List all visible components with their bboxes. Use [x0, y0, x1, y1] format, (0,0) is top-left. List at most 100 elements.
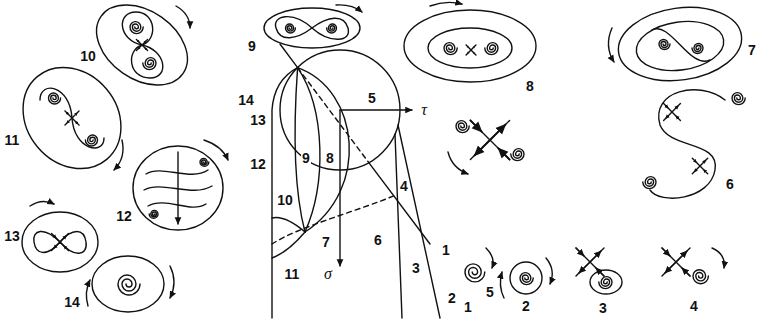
spiral [149, 210, 158, 218]
label-slot: 12 [115, 207, 133, 225]
label-slot: 3 [598, 299, 608, 317]
label-slot: 9 [301, 149, 311, 167]
separatrix-loop [590, 270, 622, 294]
callout-number: 6 [373, 233, 383, 248]
phase-portrait [22, 201, 98, 272]
spiral [200, 158, 209, 166]
spiral [485, 43, 498, 55]
limit-cycle [633, 16, 727, 76]
limit-cycle [428, 28, 512, 68]
callout-number: 4 [399, 179, 409, 194]
limit-cycle [92, 256, 164, 312]
flow-arrow [30, 201, 54, 206]
spiral [520, 273, 533, 285]
callout-number: 12 [249, 157, 267, 172]
label-slot: σ [323, 265, 333, 283]
label-slot: 4 [689, 297, 699, 315]
spiral [286, 24, 296, 33]
spiral [643, 177, 656, 189]
saddle [664, 104, 681, 121]
separatrix-loop [122, 12, 162, 78]
separatrix [652, 29, 710, 62]
flow-arrow [170, 266, 174, 298]
saddle [52, 234, 69, 251]
label-slot: 8 [325, 149, 335, 167]
saddle [466, 45, 476, 55]
limit-cycle [404, 10, 536, 82]
label-slot: 14 [63, 293, 81, 311]
phase-portrait [404, 2, 536, 82]
label-slot: 12 [249, 155, 267, 173]
diagonal-line [280, 44, 298, 68]
spiral [692, 44, 703, 54]
tau-axis [340, 109, 412, 110]
phase-portrait [86, 256, 174, 312]
saddle [662, 248, 690, 276]
callout-number: 14 [237, 93, 255, 108]
boundary-line [398, 125, 440, 318]
flow-arrow [448, 152, 468, 174]
callout-number: 11 [4, 133, 21, 148]
spiral [143, 58, 156, 70]
label-slot: 3 [411, 259, 421, 277]
flow-arrow [176, 6, 190, 28]
bifurcation-diagram [272, 44, 440, 318]
spiral [85, 135, 97, 146]
flow-arrow [204, 140, 228, 160]
callout-number: 1 [441, 243, 451, 258]
dashed-diagonal [298, 68, 369, 163]
phase-portrait [448, 120, 524, 174]
label-slot: 11 [4, 131, 21, 149]
callout-number: 12 [115, 209, 133, 224]
spiral [130, 22, 143, 34]
axis-label: τ [420, 101, 428, 119]
callout-number: 3 [411, 261, 421, 276]
spiral [599, 277, 612, 289]
callout-number: 2 [521, 299, 531, 314]
label-slot: 2 [447, 289, 457, 307]
callout-number: 10 [79, 49, 97, 64]
callout-number: 7 [747, 43, 757, 58]
callout-number: 1 [463, 300, 473, 315]
phase-portrait [82, 0, 203, 102]
boundary-curve [298, 68, 350, 232]
flow-arrow [86, 280, 90, 306]
label-slot: 5 [367, 89, 377, 107]
spiral [693, 270, 708, 284]
callout-number: 13 [3, 229, 21, 244]
label-slot: 4 [399, 177, 409, 195]
callout-number: 6 [725, 177, 735, 192]
flow-arrow [546, 258, 552, 284]
label-slot: 6 [725, 175, 735, 193]
label-slot: 10 [79, 47, 97, 65]
phase-portrait [133, 140, 228, 230]
sigma-axis [339, 110, 340, 266]
label-slot: 1 [441, 241, 451, 259]
callout-number: 9 [301, 151, 311, 166]
limit-cycle [264, 8, 360, 48]
limit-cycle [133, 146, 223, 230]
limit-cycle [22, 212, 98, 272]
phase-portrait [662, 248, 724, 284]
saddle [65, 111, 79, 125]
callout-number: 9 [247, 39, 257, 54]
boundary-curve [272, 232, 305, 258]
spiral [732, 93, 745, 105]
label-slot: 13 [3, 227, 21, 245]
boundary-line [395, 134, 402, 318]
phase-portrait [643, 90, 745, 198]
trajectory [144, 186, 212, 190]
callout-number: 3 [598, 301, 608, 316]
callout-number: 4 [689, 299, 699, 314]
boundary-curve [295, 68, 305, 232]
label-slot: 1 [463, 298, 473, 316]
axis-label: σ [323, 265, 333, 283]
label-slot: τ [420, 101, 428, 119]
flow-arrow [114, 140, 123, 170]
phase-portrait [264, 5, 362, 48]
label-slot: 14 [237, 91, 255, 109]
label-slot: 7 [321, 233, 331, 251]
